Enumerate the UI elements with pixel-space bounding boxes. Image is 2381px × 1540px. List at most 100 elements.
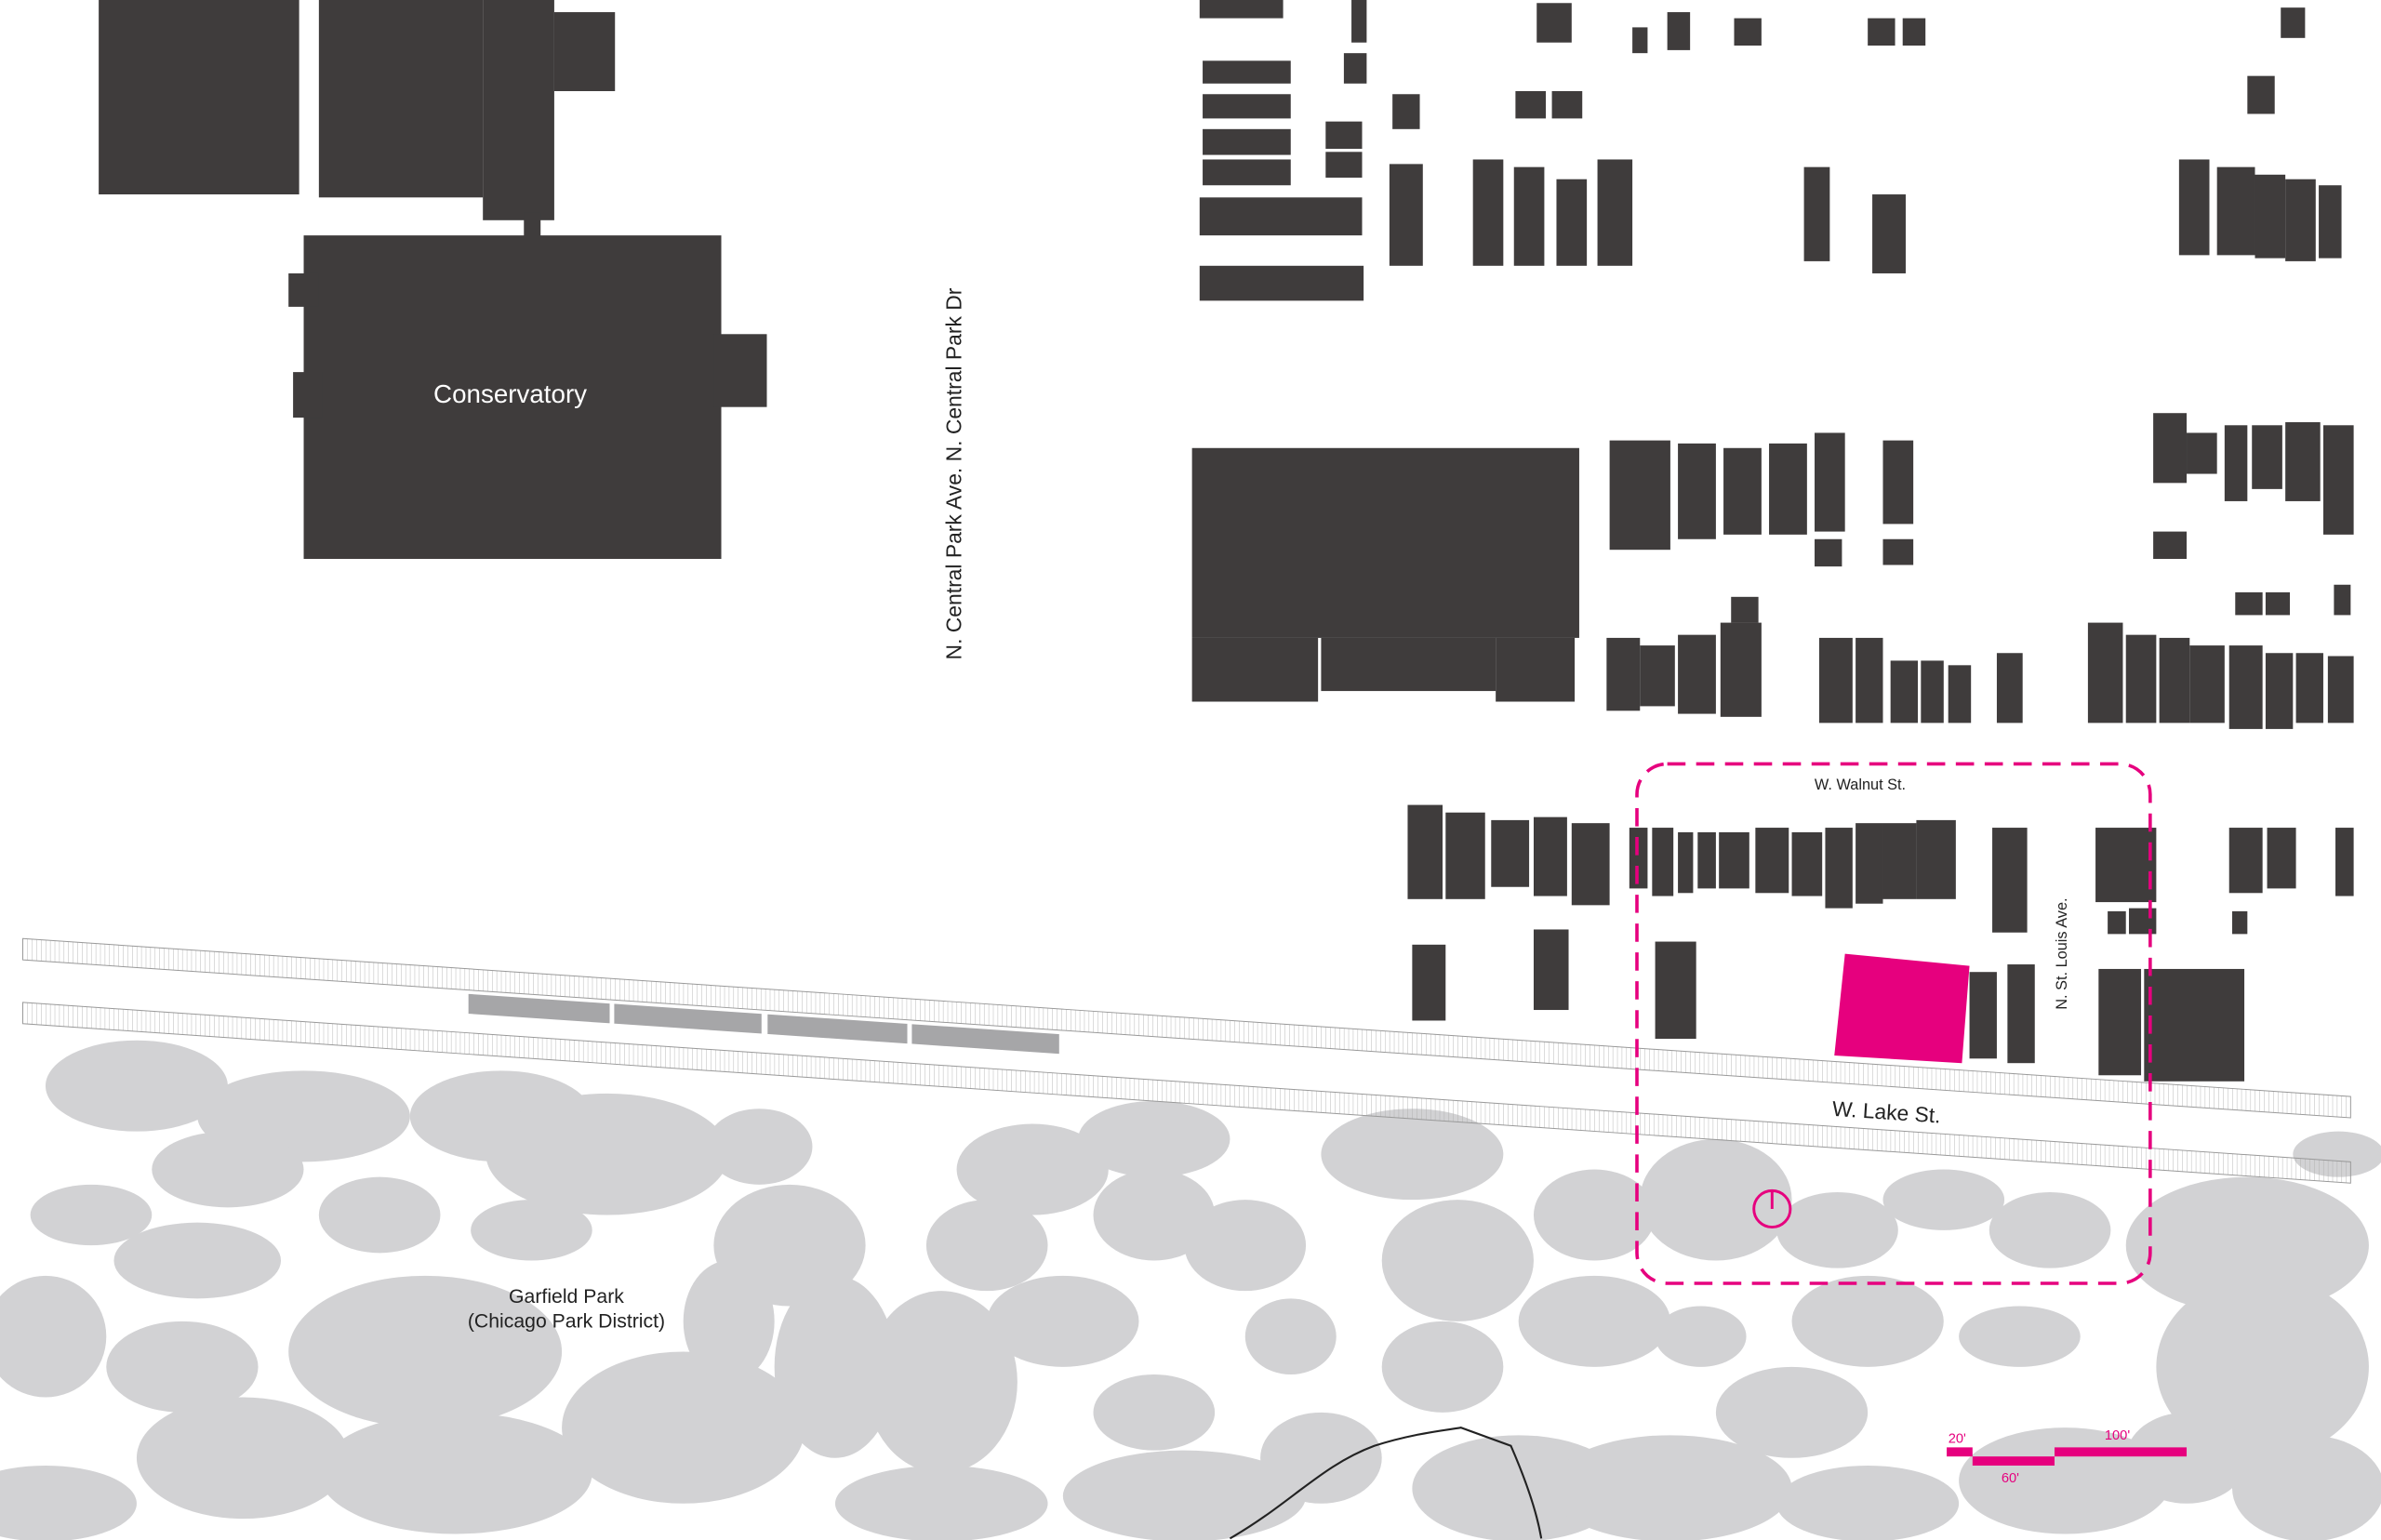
train-cars (467, 992, 1061, 1055)
tree-canopy-blob (1093, 1169, 1216, 1261)
building-footprint (288, 272, 319, 307)
scale-label-20: 20' (1949, 1431, 1966, 1446)
building-footprint (2335, 828, 2354, 896)
building-footprint (1203, 128, 1291, 155)
building-footprint (1412, 944, 1446, 1021)
building-footprint (1992, 828, 2028, 933)
building-footprint (2087, 622, 2123, 724)
building-footprint (1203, 159, 1291, 186)
building-footprint (1916, 819, 1956, 899)
building-footprint (1723, 447, 1762, 535)
building-footprint (1697, 831, 1716, 889)
garfield-park-label: Garfield Park (509, 1286, 624, 1308)
building-footprint (1199, 265, 1364, 301)
building-footprint (2128, 908, 2157, 935)
building-footprint (1868, 18, 1895, 46)
scale-label-60: 60' (2002, 1471, 2019, 1486)
tree-canopy-blob (925, 1200, 1048, 1292)
train-car (765, 1013, 910, 1045)
building-footprint (2108, 910, 2126, 935)
building-footprint (2098, 968, 2142, 1076)
building-footprint (553, 12, 616, 91)
tree-canopy-blob (318, 1176, 441, 1254)
buildings (99, 0, 2354, 1082)
park-tree-canopy (0, 1040, 2381, 1540)
tree-canopy-blob (1776, 1192, 1898, 1268)
tree-canopy-blob (1776, 1465, 1960, 1540)
building-footprint (2285, 422, 2321, 501)
train-car (467, 992, 612, 1026)
building-footprint (2334, 584, 2351, 616)
building-footprint (2224, 425, 2248, 501)
building-footprint (2216, 166, 2255, 256)
building-footprint (1515, 90, 1547, 119)
building-footprint (1445, 812, 1485, 899)
tree-canopy-blob (2156, 1275, 2369, 1458)
site-boundary-dashed (1635, 762, 2152, 1285)
tree-canopy-blob (1078, 1101, 1230, 1177)
building-footprint (1882, 823, 1917, 899)
building-footprint (713, 334, 767, 407)
building-footprint (1996, 653, 2023, 724)
tree-canopy-blob (1640, 1138, 1792, 1261)
building-footprint (2255, 174, 2286, 259)
rail-track-band (22, 937, 2351, 1119)
building-footprint (2153, 531, 2188, 559)
tree-canopy-blob (152, 1131, 304, 1208)
tree-canopy-blob (1959, 1306, 2081, 1367)
building-footprint (1731, 596, 1759, 623)
train-car (910, 1022, 1061, 1055)
building-footprint (1472, 159, 1504, 266)
building-footprint (2265, 653, 2294, 729)
building-footprint (1856, 637, 1883, 724)
building-footprint (1719, 831, 1749, 889)
building-footprint (1655, 941, 1696, 1040)
building-footprint (99, 0, 299, 195)
building-footprint (2007, 964, 2035, 1064)
building-footprint (1191, 637, 1319, 702)
building-footprint (2322, 425, 2354, 535)
building-footprint (1640, 645, 1675, 707)
tree-canopy-blob (1791, 1275, 1944, 1367)
building-footprint (2319, 185, 2342, 259)
building-footprint (1407, 804, 1443, 899)
tree-canopy-blob (1381, 1200, 1534, 1321)
building-footprint (2247, 75, 2275, 114)
tree-canopy-blob (1244, 1298, 1337, 1374)
tree-canopy-blob (1062, 1450, 1307, 1540)
building-footprint (1203, 94, 1291, 119)
building-footprint (1597, 159, 1633, 266)
building-footprint (2285, 179, 2316, 261)
building-footprint (1825, 828, 1853, 909)
building-footprint (303, 235, 722, 559)
building-footprint (483, 0, 554, 220)
building-footprint (1191, 447, 1579, 638)
building-footprint (1667, 12, 1691, 50)
tree-canopy-blob (2125, 1176, 2369, 1314)
tree-canopy-blob (956, 1123, 1109, 1215)
central-park-ave-label: N. Central Park Ave. N. Central Park Dr (941, 287, 965, 659)
building-footprint (2144, 968, 2245, 1082)
building-footprint (2228, 828, 2263, 894)
building-footprint (1948, 665, 1972, 724)
tree-canopy-blob (106, 1321, 259, 1413)
tree-canopy-blob (1533, 1169, 1656, 1261)
tree-canopy-blob (0, 1275, 107, 1398)
tree-canopy-blob (562, 1351, 805, 1504)
building-footprint (1351, 0, 1367, 43)
building-footprint (1606, 637, 1641, 711)
tree-canopy-blob (1715, 1366, 1869, 1458)
park-district-label: (Chicago Park District) (468, 1310, 665, 1332)
tree-canopy-blob (1321, 1109, 1504, 1201)
tree-canopy-blob (1655, 1306, 1747, 1367)
building-footprint (1818, 637, 1853, 724)
building-footprint (2265, 591, 2291, 616)
building-footprint (1632, 27, 1648, 54)
building-footprint (1199, 0, 1284, 19)
highlighted-site-building[interactable] (1834, 953, 1970, 1064)
building-footprint (1921, 660, 1944, 724)
building-footprint (1872, 194, 1906, 273)
building-footprint (2187, 432, 2217, 474)
building-footprint (1392, 94, 1420, 129)
building-footprint (1496, 637, 1576, 702)
